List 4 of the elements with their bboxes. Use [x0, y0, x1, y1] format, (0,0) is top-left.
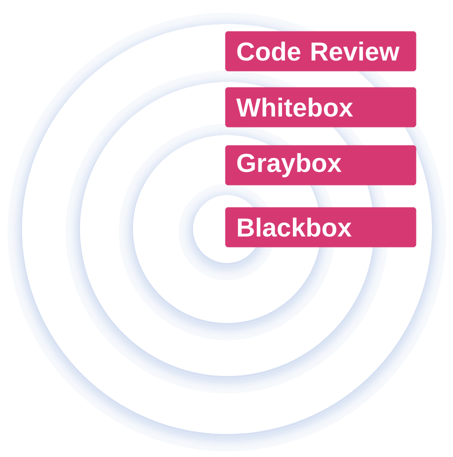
- label-box: Code Review: [225, 31, 416, 72]
- label-box: Graybox: [225, 145, 416, 186]
- label-box: Whitebox: [225, 87, 416, 128]
- label-box: Blackbox: [225, 207, 416, 248]
